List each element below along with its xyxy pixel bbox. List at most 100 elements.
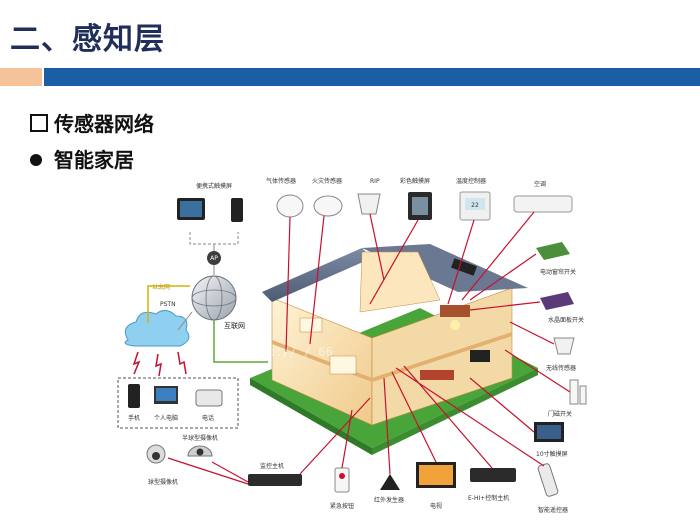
emhi-host-label: E-HI+控制主机 xyxy=(468,494,509,502)
color-touch-label: 彩色触摸屏 xyxy=(400,177,430,185)
ac-label: 空调 xyxy=(534,180,546,188)
thermostat-reading: 22 xyxy=(471,202,479,209)
device-link xyxy=(461,211,535,301)
device-link xyxy=(509,321,555,345)
camera-lens xyxy=(196,448,204,456)
pstn-label: PSTN xyxy=(160,301,176,308)
ethernet-label: 以太网 xyxy=(152,283,170,291)
ap-node xyxy=(207,251,221,265)
device-link xyxy=(504,349,571,393)
globe-orbit xyxy=(191,289,237,307)
device-link xyxy=(285,216,291,353)
telephone-icon xyxy=(195,389,223,407)
wireless-sensor-device xyxy=(553,337,575,355)
cloud-icon xyxy=(124,310,190,347)
ap-link xyxy=(189,232,239,245)
camera-lens xyxy=(152,452,160,460)
room-bed xyxy=(440,305,470,317)
network-line-pstn xyxy=(177,311,193,331)
body-sensor-device xyxy=(276,194,304,218)
device-link xyxy=(469,253,537,301)
wireless-signal-icon xyxy=(155,353,162,377)
emergency-button-dot xyxy=(339,473,345,479)
door-switch-device xyxy=(569,379,579,405)
device-link xyxy=(469,301,541,311)
ap-label: AP xyxy=(210,255,218,262)
header-bar xyxy=(44,68,700,86)
touch-10-label: 10寸触摸屏 xyxy=(536,450,568,458)
room-sofa xyxy=(420,370,454,380)
emhi-host-device xyxy=(470,468,516,482)
ac-device xyxy=(513,195,573,213)
remote-controller-label: 智能遥控器 xyxy=(538,506,568,514)
fire-sensor-device xyxy=(313,195,343,217)
telephone-label: 电话 xyxy=(202,414,214,422)
room-tv xyxy=(470,350,490,362)
internet-label: 互联网 xyxy=(224,321,245,330)
rip-sensor-device xyxy=(357,193,381,215)
device-link xyxy=(383,377,391,475)
rip-label: RIP xyxy=(370,178,380,185)
house-lawn-edge xyxy=(250,378,372,455)
camera-link xyxy=(167,457,249,485)
tv-screen xyxy=(419,465,453,485)
device-link xyxy=(309,215,325,345)
thermostat-label: 温度控制器 xyxy=(456,177,486,185)
device-link xyxy=(469,377,535,433)
mobile-phone-label: 手机 xyxy=(128,414,140,422)
watermark: http:// / 66 xyxy=(246,345,333,359)
header-bar-accent xyxy=(0,68,42,86)
device-link xyxy=(299,397,371,475)
mobile-phone-icon xyxy=(128,384,140,408)
dome-camera-label: 球型摄像机 xyxy=(148,478,178,486)
thermostat-display xyxy=(465,198,485,210)
camera-link xyxy=(211,461,249,483)
pc-label: 个人电脑 xyxy=(154,414,178,422)
emergency-button-label: 紧急按钮 xyxy=(330,502,354,510)
round-bullet-icon xyxy=(30,154,42,166)
pc-screen xyxy=(156,388,176,401)
device-link xyxy=(395,367,545,467)
client-devices-box xyxy=(117,377,239,429)
square-bullet-icon xyxy=(30,114,48,132)
bullet-smart-home: 智能家居 xyxy=(30,144,134,173)
monitor-host-label: 监控主机 xyxy=(260,462,284,470)
bullet-label: 智能家居 xyxy=(54,148,134,172)
room-lamp xyxy=(450,320,460,330)
device-link xyxy=(341,409,353,469)
device-link xyxy=(369,213,385,281)
lcd-panel-switch-device xyxy=(540,292,574,310)
device-link xyxy=(369,219,419,305)
curtain-switch-label: 电动窗帘开关 xyxy=(540,268,576,276)
tv-label: 电视 xyxy=(430,502,442,510)
fire-sensor-label: 火灾传感器 xyxy=(312,177,342,185)
network-line-ethernet xyxy=(147,285,190,323)
monitor-host-device xyxy=(248,474,302,486)
bullet-label: 传感器网络 xyxy=(54,112,154,136)
emergency-button-device xyxy=(334,467,350,493)
wireless-signal-icon xyxy=(177,351,187,375)
page-title: 二、感知层 xyxy=(10,22,165,57)
wireless-signal-icon xyxy=(132,351,141,375)
touch-10-screen xyxy=(537,425,561,439)
ir-emitter-label: 红外发生器 xyxy=(374,496,404,504)
room-window xyxy=(329,355,357,375)
network-line-main xyxy=(213,320,268,363)
portable-touch-screen-inner xyxy=(180,201,202,217)
solar-panel xyxy=(451,258,477,276)
device-link xyxy=(391,371,437,463)
house-lawn-edge xyxy=(372,368,538,455)
door-switch-label: 门磁开关 xyxy=(548,410,572,418)
portable-touch-label: 便携式触摸屏 xyxy=(196,182,232,190)
curtain-switch-device xyxy=(536,242,570,260)
ir-emitter-device xyxy=(380,474,400,490)
portable-touch-phone xyxy=(231,198,243,222)
half-dome-camera-label: 半球型摄像机 xyxy=(182,434,218,442)
bullet-sensor-network: 传感器网络 xyxy=(30,108,154,137)
device-link xyxy=(447,219,475,305)
wireless-sensor-label: 无线传感器 xyxy=(546,364,576,372)
body-sensor-label: 气体传感器 xyxy=(266,177,296,185)
internet-globe-icon xyxy=(191,275,237,321)
remote-controller-device xyxy=(537,463,559,497)
